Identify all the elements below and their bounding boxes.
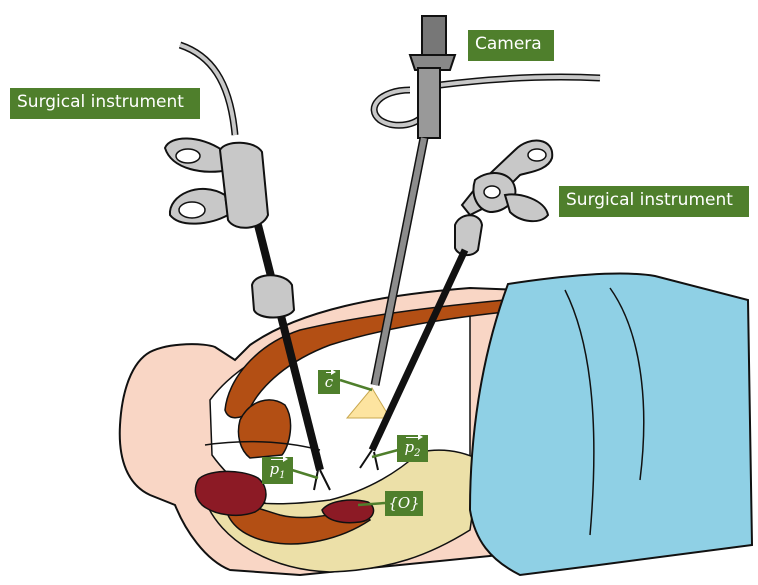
symbol-p1-vector: p1 bbox=[270, 462, 286, 481]
dark-mass-left bbox=[195, 471, 266, 515]
symbol-origin-frame: {O} bbox=[385, 491, 423, 516]
symbol-p2-vector: p2 bbox=[405, 440, 421, 459]
symbol-c-letter: c bbox=[325, 375, 333, 390]
label-surgical-instrument-left: Surgical instrument bbox=[10, 88, 200, 119]
symbol-p1: p1 bbox=[262, 457, 293, 484]
symbol-p1-letter: p bbox=[270, 460, 280, 478]
label-surgical-instrument-right: Surgical instrument bbox=[559, 186, 749, 217]
camera-body bbox=[418, 68, 440, 138]
symbol-p2-subscript: 2 bbox=[414, 448, 420, 459]
camera-head bbox=[422, 16, 446, 56]
symbol-p2: p2 bbox=[397, 435, 428, 462]
symbol-p1-subscript: 1 bbox=[279, 470, 285, 481]
surgical-drape bbox=[470, 274, 752, 575]
symbol-p2-letter: p bbox=[405, 438, 415, 456]
left-instrument-body bbox=[220, 143, 268, 228]
right-instrument-joint bbox=[455, 215, 482, 255]
left-instrument-joint bbox=[252, 275, 294, 317]
label-camera: Camera bbox=[468, 30, 554, 61]
right-instrument-grip bbox=[505, 194, 548, 221]
symbol-c: c bbox=[318, 370, 340, 394]
